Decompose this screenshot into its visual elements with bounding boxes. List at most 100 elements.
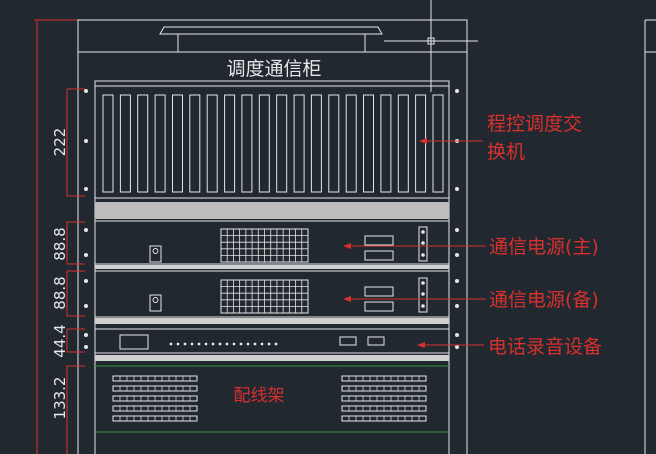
switch-unit [94,85,450,199]
recorder-indicator [176,342,180,346]
switch-slot [206,94,218,193]
switch-slots [102,94,444,193]
power-backup-unit [94,270,450,318]
recorder-indicator [246,342,250,346]
recorder-indicator [204,342,208,346]
switch-slot [258,94,270,193]
rail-hole [84,89,88,93]
rail-hole [455,345,459,349]
switch-slot [432,94,444,193]
recorder-faceplate [94,328,450,354]
switch-slot [154,94,166,193]
dimension-power-backup: 88.8 [51,270,85,317]
power-backup-display-2 [364,301,394,312]
crosshair-box [427,37,435,45]
dimension-recorder-text: 44.4 [51,324,69,357]
power-backup-faceplate [94,270,450,318]
recorder-indicator [197,342,201,346]
recorder-indicator [274,342,278,346]
recorder-indicator [239,342,243,346]
label-recorder: 电话录音设备 [488,336,602,358]
switch-slot [224,94,236,193]
dimension-patch-text: 133.2 [51,377,69,420]
switch-slot [189,94,201,193]
switch-slot [328,94,340,193]
dimension-recorder: 44.4 [51,324,85,358]
switch-slot [276,94,288,193]
power-main-bottom-strip [95,265,449,269]
power-main-terminals [418,226,428,262]
recorder-display [119,334,149,350]
dimension-switch: 222 [51,88,85,197]
power-main-display-2 [364,250,394,261]
power-backup-vent-grid [220,279,309,314]
rail-hole [455,89,459,93]
recorder-indicator [211,342,215,346]
label-switch-line2: 换机 [487,141,525,163]
power-backup-terminals [418,277,428,313]
power-backup-switch [149,294,162,312]
recorder-indicator [190,342,194,346]
recorder-indicator [169,342,173,346]
leader-recorder [417,342,484,348]
switch-slot [172,94,183,193]
rail-hole [455,279,459,283]
dimension-power-backup-text: 88.8 [51,276,69,309]
leader-power-main [343,243,486,249]
patch-right-terminal-block [341,375,427,422]
blank-panel [95,202,449,219]
switch-slot [397,94,409,193]
rail-hole [455,228,459,232]
rail-hole [84,187,88,191]
switch-slot [102,94,114,193]
switch-slot [241,94,253,193]
label-power-backup: 通信电源(备) [489,289,599,311]
rail-hole [84,228,88,232]
switch-slot [137,94,149,193]
switch-slot [345,94,357,193]
patch-unit [95,365,449,433]
label-patch: 配线架 [234,386,285,406]
rail-hole [84,345,88,349]
power-main-switch [149,245,162,263]
switch-slot [119,94,131,193]
recorder-indicator [260,342,264,346]
recorder-unit [94,328,450,354]
power-backup-display-1 [364,286,394,297]
rail-hole [84,279,88,283]
dimension-power-main: 88.8 [51,221,85,265]
cabinet-outer-frame [77,19,468,454]
power-main-vent-grid [220,228,309,263]
power-main-unit [94,220,450,265]
recorder-indicator [183,342,187,346]
dimension-switch-text: 222 [51,128,69,157]
switch-slot [310,94,322,193]
rail-hole [455,253,459,257]
recorder-indicator [218,342,222,346]
recorder-indicator-row [169,342,278,346]
recorder-indicator [225,342,229,346]
rail-hole [84,304,88,308]
dimension-patch: 133.2 [51,365,85,454]
power-main-faceplate [94,220,450,265]
rail-hole [455,187,459,191]
power-main-display-1 [364,235,394,246]
label-switch-line1: 程控调度交 [487,113,582,135]
switch-slot [415,94,427,193]
switch-slot [293,94,305,193]
label-power-main: 通信电源(主) [489,236,599,258]
rail-hole [84,253,88,257]
leader-power-backup [343,296,486,302]
cabinet-title: 调度通信柜 [226,58,321,80]
top-vent [159,26,383,35]
switch-slot [363,94,374,193]
rail-hole [455,304,459,308]
recorder-bottom-strip [95,355,449,361]
leader-switch [419,138,483,144]
switch-faceplate [94,85,450,199]
recorder-indicator [253,342,257,346]
patch-left-terminal-block [112,375,198,422]
recorder-indicator [232,342,236,346]
dimension-power-main-text: 88.8 [51,227,69,260]
